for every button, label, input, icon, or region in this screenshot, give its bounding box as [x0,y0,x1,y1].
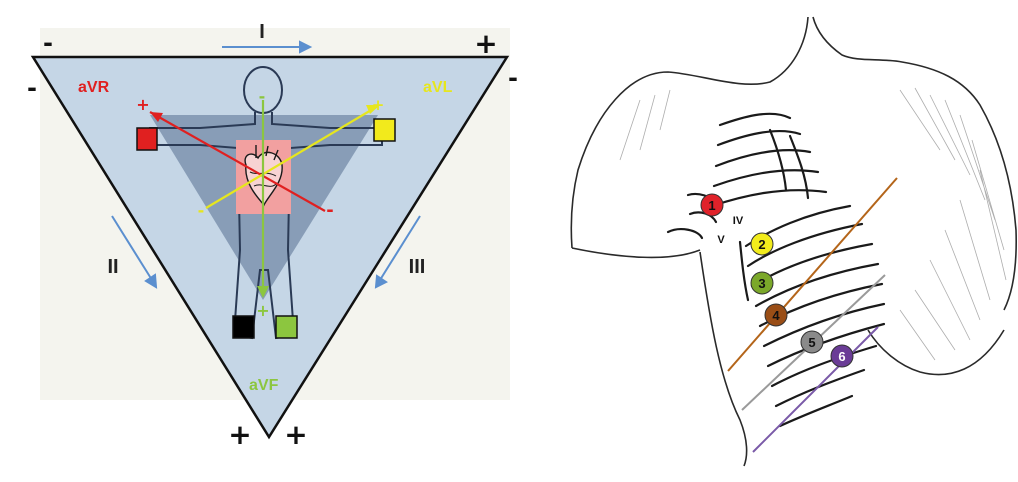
corner-sign-top-left-1: - [43,29,53,57]
rib-label-iv: IV [733,215,744,227]
avr-plus: + [136,95,149,114]
avl-plus: + [372,96,385,114]
svg-text:2: 2 [758,237,765,252]
corner-sign-top-left-2: - [27,74,37,102]
corner-sign-top-right-2: - [508,64,518,92]
electrode-v4: 4 [765,304,787,326]
rib-label-v: V [717,234,725,246]
einthoven-triangle-panel: I II III - - + - + + aVR aVL aVF + - + -… [27,21,518,451]
avl-minus: - [198,201,205,220]
precordial-panel: IV V 1 2 3 4 5 6 [571,17,1016,466]
svg-text:3: 3 [758,276,765,291]
lead-iii-label: III [409,256,426,278]
svg-text:5: 5 [808,335,815,350]
electrode-v1: 1 [701,194,723,216]
lead-ii-label: II [107,256,118,278]
lead-i-label: I [259,21,265,43]
electrode-v2: 2 [751,233,773,255]
electrode-v3: 3 [751,272,773,294]
avf-plus: + [256,301,269,320]
electrode-left-arm [374,119,395,141]
electrode-v5: 5 [801,331,823,353]
electrode-left-leg [276,316,297,338]
corner-sign-bottom-left: + [228,418,251,451]
avr-label: aVR [78,79,110,96]
corner-sign-top-right-1: + [474,27,497,60]
svg-text:1: 1 [708,198,715,213]
svg-text:6: 6 [838,349,845,364]
electrode-right-leg [233,316,254,338]
avr-minus: - [326,200,333,221]
svg-text:4: 4 [772,308,780,323]
electrode-right-arm [137,128,157,150]
avf-minus: - [259,87,266,106]
corner-sign-bottom-right: + [284,418,307,451]
electrode-v6: 6 [831,345,853,367]
chest-shading [620,88,1006,360]
avl-label: aVL [423,79,453,96]
avf-label: aVF [249,377,279,394]
